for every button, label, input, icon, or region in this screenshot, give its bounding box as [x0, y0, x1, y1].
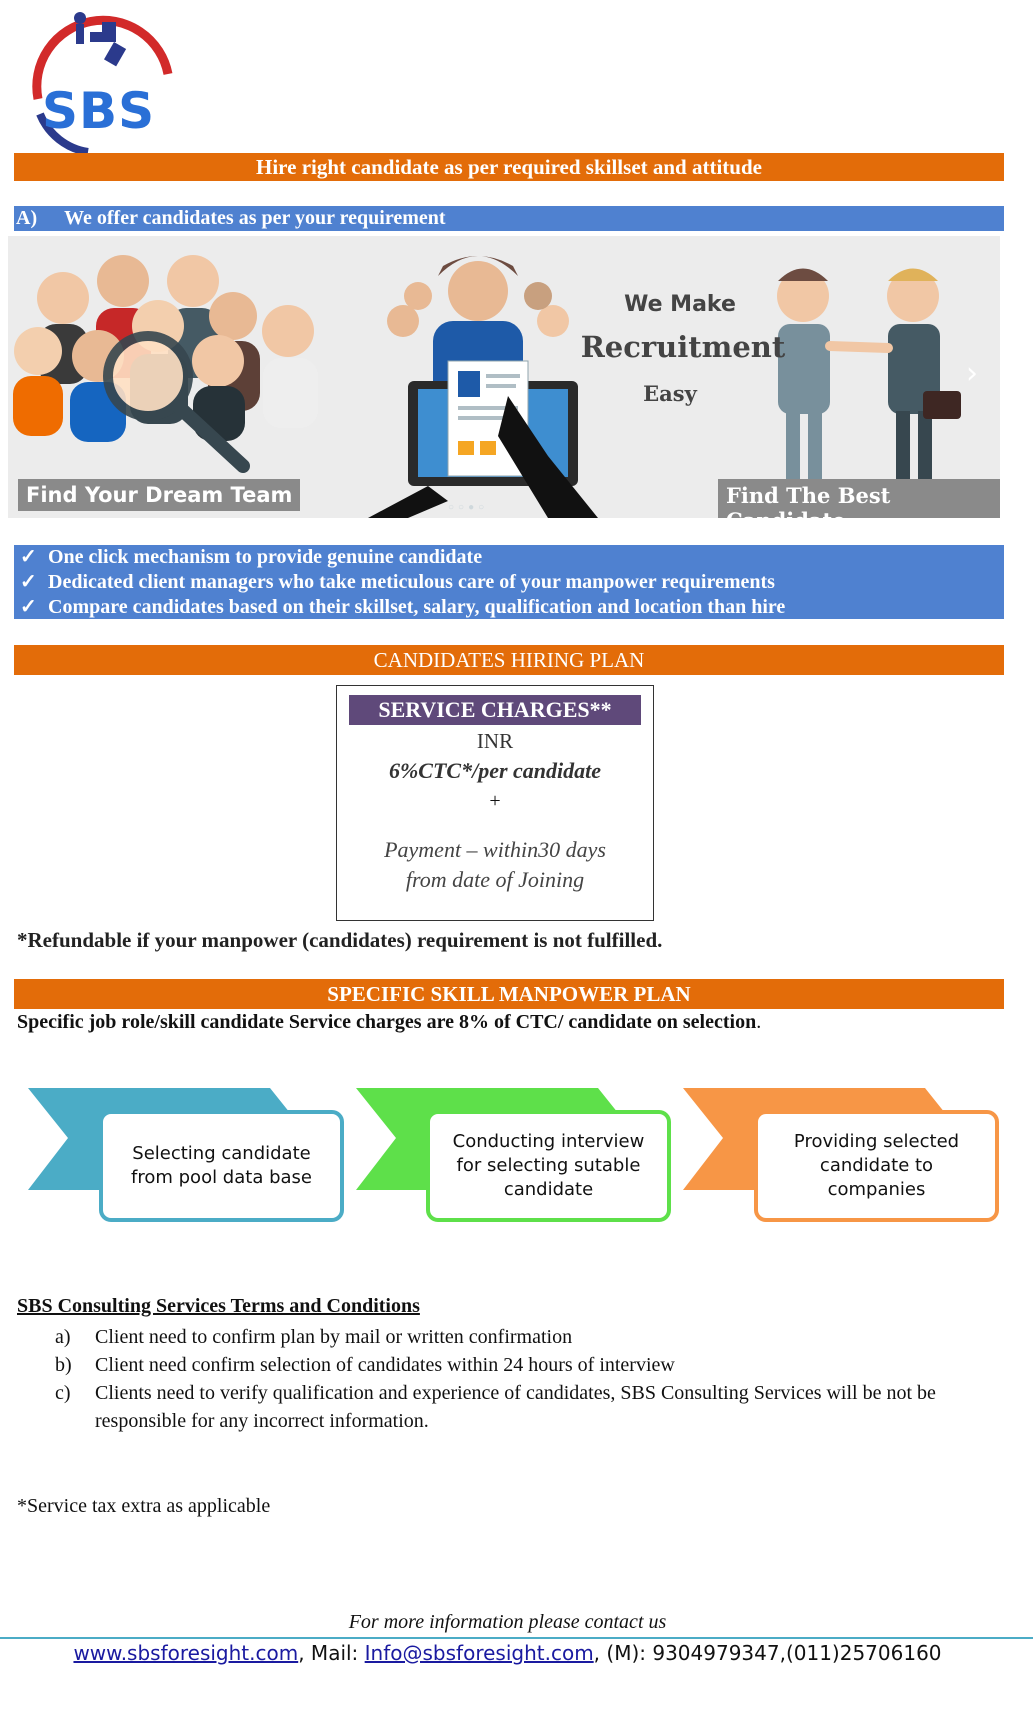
specific-plan-period: .: [756, 1011, 762, 1033]
carousel-next-icon[interactable]: ›: [966, 356, 978, 391]
process-steps: Selecting candidate from pool data base …: [0, 1080, 1033, 1230]
email-link[interactable]: Info@sbsforesight.com: [364, 1641, 594, 1665]
refundable-note: *Refundable if your manpower (candidates…: [17, 928, 663, 952]
crowd-illustration: [13, 255, 318, 473]
terms-item: c) Clients need to verify qualification …: [55, 1379, 995, 1435]
logo: SBS: [18, 4, 178, 156]
logo-text: SBS: [42, 82, 156, 140]
hero-illustration: [13, 255, 961, 518]
service-charges-rate: 6%CTC*/per candidate: [388, 758, 602, 783]
website-link[interactable]: www.sbsforesight.com: [73, 1641, 299, 1665]
tax-note: *Service tax extra as applicable: [17, 1495, 271, 1517]
step-1: Selecting candidate from pool data base: [99, 1110, 344, 1222]
contact-line: www.sbsforesight.com, Mail: Info@sbsfore…: [0, 1641, 1015, 1665]
step-2: Conducting interview for selecting sutab…: [426, 1110, 671, 1222]
terms-text: Client need to confirm plan by mail or w…: [95, 1326, 573, 1348]
hero-tagline-2: Recruitment: [580, 330, 786, 364]
terms-marker: a): [55, 1326, 71, 1348]
step-3: Providing selected candidate to companie…: [754, 1110, 999, 1222]
benefit-item: ✓Dedicated client managers who take meti…: [20, 571, 775, 593]
hero-left-caption: Find Your Dream Team: [18, 479, 301, 511]
mail-label: , Mail:: [298, 1641, 365, 1665]
benefit-item: ✓Compare candidates based on their skill…: [20, 596, 786, 618]
offer-marker: A): [16, 207, 38, 229]
payment-line-2: from date of Joining: [405, 867, 585, 892]
terms-item: b) Client need confirm selection of cand…: [55, 1351, 995, 1379]
contact-intro: For more information please contact us: [348, 1611, 667, 1633]
specific-plan-text: Specific job role/skill candidate Servic…: [17, 1011, 757, 1033]
terms-text: Client need confirm selection of candida…: [95, 1354, 675, 1376]
terms-title: SBS Consulting Services Terms and Condit…: [17, 1295, 420, 1317]
phone-text: , (M): 9304979347,(011)25706160: [593, 1641, 942, 1665]
check-icon: ✓: [20, 571, 37, 593]
hero-right-caption: Find The Best Candidate: [718, 479, 1000, 518]
benefit-item: ✓One click mechanism to provide genuine …: [20, 546, 483, 568]
check-icon: ✓: [20, 596, 37, 618]
benefits-list: ✓One click mechanism to provide genuine …: [14, 545, 1004, 619]
hero-banner: We Make Recruitment Easy Find Your Dream…: [8, 236, 1000, 518]
terms-marker: c): [55, 1382, 71, 1404]
service-charges-title: SERVICE CHARGES**: [349, 695, 641, 725]
service-charges-plus: +: [489, 790, 501, 812]
service-charges-currency: INR: [476, 729, 514, 753]
footer-rule: [0, 1637, 1033, 1639]
specific-plan-text-row: Specific job role/skill candidate Servic…: [17, 1011, 761, 1034]
carousel-dots-icon[interactable]: ○○●○: [448, 502, 489, 513]
service-charges-box: SERVICE CHARGES** INR 6%CTC*/per candida…: [336, 685, 654, 921]
terms-item: a) Client need to confirm plan by mail o…: [55, 1323, 995, 1351]
laptop-illustration: [368, 256, 598, 518]
logo-graphic: [32, 12, 173, 156]
offer-banner: A) We offer candidates as per your requi…: [14, 206, 1004, 231]
hire-banner: Hire right candidate as per required ski…: [14, 153, 1004, 181]
hiring-plan-banner: CANDIDATES HIRING PLAN: [14, 645, 1004, 675]
specific-plan-banner: SPECIFIC SKILL MANPOWER PLAN: [14, 979, 1004, 1009]
terms-list: a) Client need to confirm plan by mail o…: [55, 1323, 995, 1435]
payment-line-1: Payment – within30 days: [384, 837, 606, 862]
offer-text: We offer candidates as per your requirem…: [64, 207, 446, 229]
hero-tagline-3: Easy: [643, 381, 697, 406]
terms-text: Clients need to verify qualification and…: [95, 1382, 936, 1432]
hero-tagline-1: We Make: [624, 292, 736, 317]
terms-marker: b): [55, 1354, 72, 1376]
check-icon: ✓: [20, 546, 37, 568]
handshake-illustration: [777, 268, 961, 486]
